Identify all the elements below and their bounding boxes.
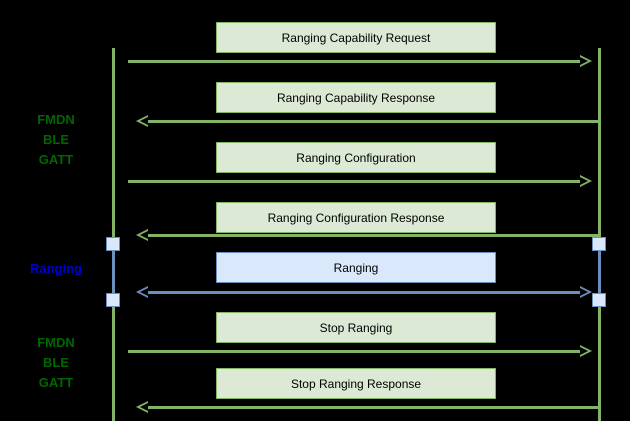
message-arrow-head-ranging-left [136,286,148,298]
ranging-activation-bar-left [112,244,115,300]
message-arrow-line-ranging-configuration [128,180,580,183]
activation-end-right [592,293,606,307]
phase-label-fmdn-ble-gatt-bottom: FMDN BLE GATT [37,335,75,390]
message-arrow-head-ranging-configuration-response [136,229,148,241]
phase-label-ranging: Ranging [30,261,82,276]
activation-end-left [106,293,120,307]
activation-start-left [106,237,120,251]
message-arrow-line-ranging-capability-response [148,120,598,123]
message-box-ranging: Ranging [216,252,496,283]
message-arrow-head-ranging-right [580,286,592,298]
message-arrow-head-stop-ranging-response [136,401,148,413]
message-box-stop-ranging-response: Stop Ranging Response [216,368,496,399]
message-box-stop-ranging: Stop Ranging [216,312,496,343]
message-arrow-head-ranging-capability-request [580,55,592,67]
message-box-ranging-configuration: Ranging Configuration [216,142,496,173]
message-arrow-head-ranging-capability-response [136,115,148,127]
message-arrow-line-ranging-configuration-response [148,234,598,237]
message-arrow-line-ranging [148,291,580,294]
message-arrow-head-ranging-configuration [580,175,592,187]
message-box-ranging-configuration-response: Ranging Configuration Response [216,202,496,233]
lifeline-left [112,48,115,421]
message-arrow-line-ranging-capability-request [128,60,580,63]
message-box-ranging-capability-response: Ranging Capability Response [216,82,496,113]
message-arrow-line-stop-ranging-response [148,406,598,409]
message-box-ranging-capability-request: Ranging Capability Request [216,22,496,53]
message-arrow-line-stop-ranging [128,350,580,353]
ranging-activation-bar-right [598,244,601,300]
activation-start-right [592,237,606,251]
phase-label-fmdn-ble-gatt-top: FMDN BLE GATT [37,112,75,167]
message-arrow-head-stop-ranging [580,345,592,357]
lifeline-right [598,48,601,421]
